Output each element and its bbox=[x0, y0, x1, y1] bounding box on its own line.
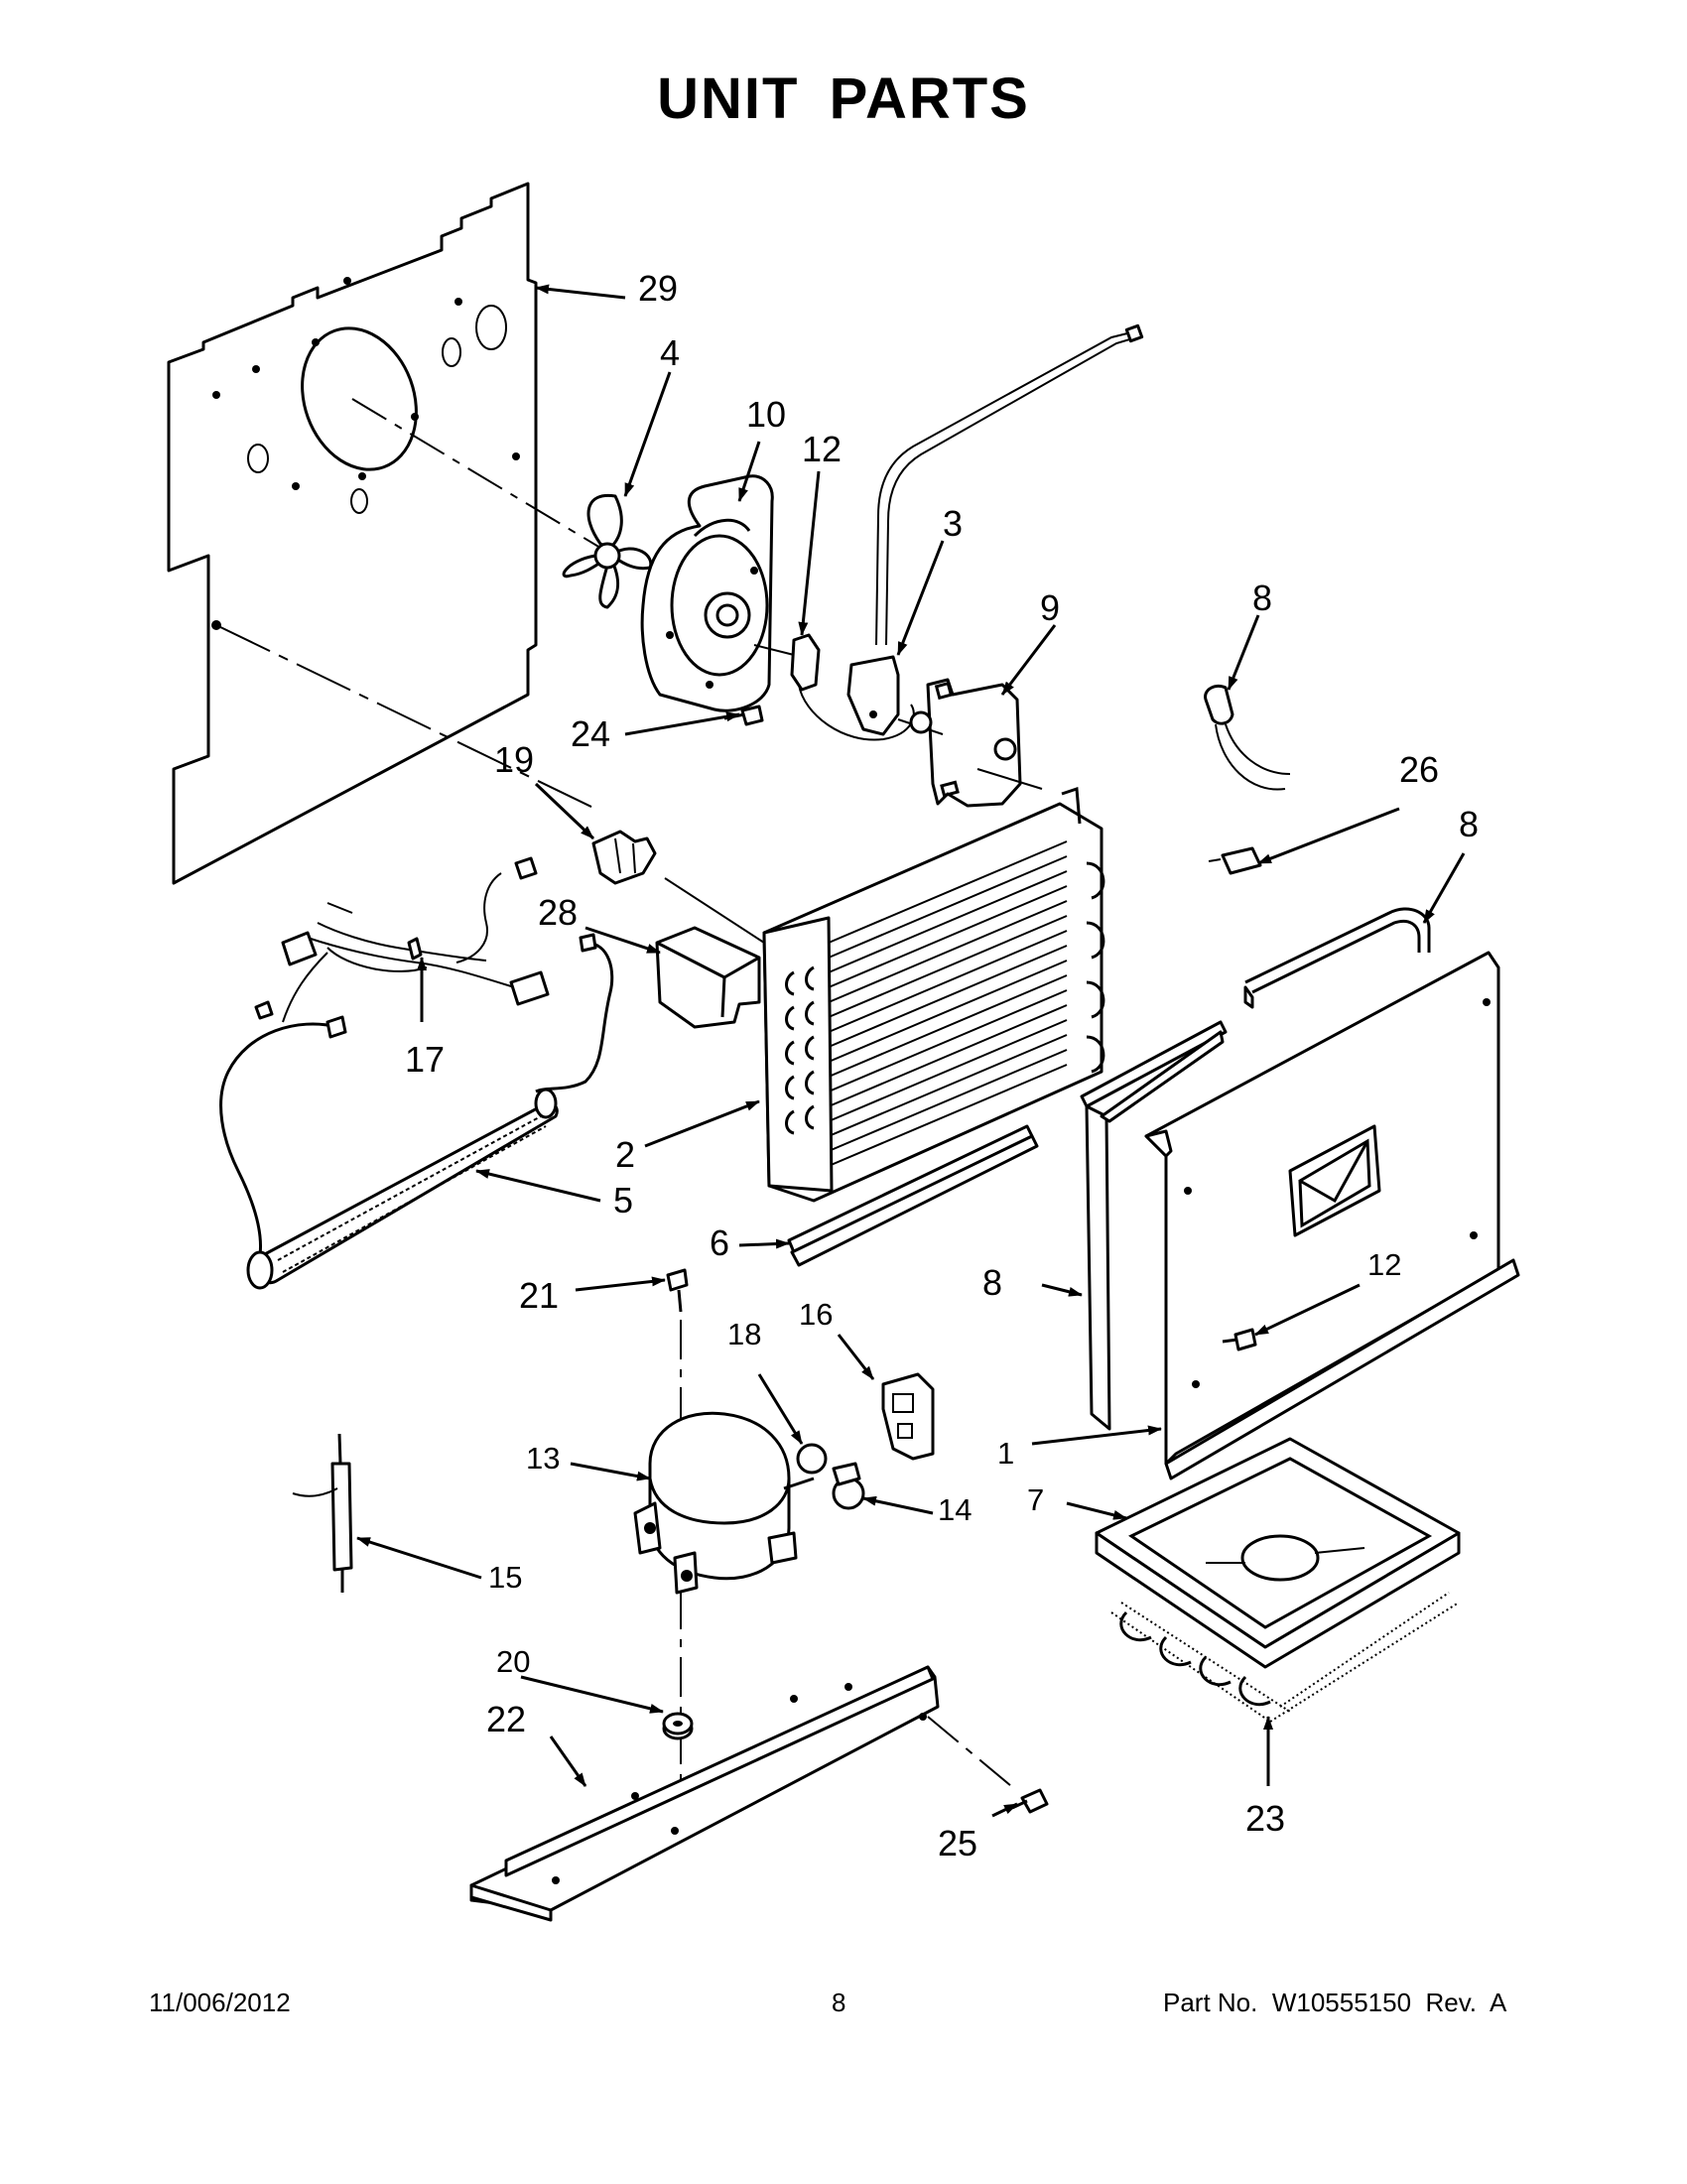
liner-frame-part-8 bbox=[1243, 907, 1431, 1009]
callout-1: 1 bbox=[997, 1436, 1014, 1471]
fan-shroud-part-11 bbox=[640, 474, 774, 712]
callout-8-mid: 8 bbox=[982, 1262, 1002, 1303]
motor-bracket-part-10 bbox=[897, 678, 1043, 808]
screw-part-22 bbox=[666, 1268, 689, 1313]
callout-9: 8 bbox=[1252, 578, 1272, 618]
filter-drier-part-16 bbox=[292, 1433, 353, 1593]
defrost-heater-part-5 bbox=[219, 933, 614, 1290]
callout-3: 3 bbox=[943, 503, 963, 544]
base-bracket-part-23 bbox=[469, 1665, 940, 1922]
wire-harness-part-18 bbox=[254, 856, 550, 1023]
callout-25: 24 bbox=[571, 713, 610, 754]
callout-26: 25 bbox=[938, 1823, 977, 1863]
callout-labels: 29 4 10 12 3 9 8 26 8 24 19 28 17 2 5 6 … bbox=[405, 268, 1479, 1863]
footer-date: 11/006/2012 bbox=[149, 1988, 291, 2017]
evaporator-coil-part-2 bbox=[762, 786, 1105, 1203]
footer-page-number: 8 bbox=[832, 1988, 846, 2017]
callout-28: 29 bbox=[638, 268, 678, 309]
liner-strip-part-8 bbox=[1080, 1020, 1228, 1431]
callout-17: 16 bbox=[799, 1297, 833, 1332]
grommet-part-21 bbox=[662, 1712, 694, 1740]
callout-29: 28 bbox=[538, 892, 578, 933]
screw-part-13 bbox=[1222, 1328, 1257, 1351]
callout-19: 18 bbox=[727, 1317, 761, 1351]
callout-23: 22 bbox=[486, 1699, 526, 1739]
fan-blade-part-4 bbox=[562, 493, 653, 609]
callout-8-top: 8 bbox=[1459, 804, 1479, 844]
callout-arrows bbox=[356, 284, 1466, 1818]
capacitor-part-27 bbox=[1208, 846, 1262, 875]
callout-12: 12 bbox=[802, 429, 842, 469]
condenser-coil-part-24 bbox=[1110, 1592, 1460, 1723]
drain-pan-part-7 bbox=[1095, 1437, 1461, 1669]
callout-10: 9 bbox=[1040, 587, 1060, 628]
screw-part-26 bbox=[1011, 1788, 1049, 1814]
callout-24: 23 bbox=[1245, 1798, 1285, 1839]
start-relay-part-17 bbox=[881, 1372, 935, 1461]
relay-part-15 bbox=[832, 1462, 865, 1510]
callout-4: 4 bbox=[660, 332, 680, 373]
callout-7: 7 bbox=[1027, 1482, 1044, 1517]
connector-part-20 bbox=[591, 830, 657, 885]
drain-trough-part-6 bbox=[787, 1124, 1039, 1267]
callout-14: 13 bbox=[526, 1441, 560, 1476]
page-title: UNIT PARTS bbox=[657, 66, 1030, 131]
back-panel-part-28 bbox=[167, 182, 538, 885]
compressor-part-14 bbox=[633, 1411, 815, 1595]
footer-part-number: Part No. W10555150 Rev. A bbox=[1163, 1988, 1507, 2017]
callout-16: 15 bbox=[488, 1560, 522, 1595]
callout-13: 12 bbox=[1367, 1247, 1401, 1282]
thermostat-part-3 bbox=[846, 323, 1144, 736]
callout-22: 21 bbox=[519, 1275, 559, 1316]
callout-6: 6 bbox=[710, 1222, 729, 1263]
cover-part-29 bbox=[655, 926, 761, 1029]
callout-21: 20 bbox=[496, 1644, 530, 1679]
callout-15: 14 bbox=[938, 1492, 972, 1527]
callout-11: 10 bbox=[746, 394, 786, 435]
callout-18: 17 bbox=[405, 1039, 445, 1080]
callout-5: 5 bbox=[613, 1180, 633, 1220]
overload-part-19 bbox=[796, 1443, 828, 1475]
callout-20: 19 bbox=[494, 739, 534, 780]
callout-2: 2 bbox=[615, 1134, 635, 1175]
capacitor-part-9 bbox=[1204, 684, 1291, 791]
callout-27: 26 bbox=[1399, 749, 1439, 790]
